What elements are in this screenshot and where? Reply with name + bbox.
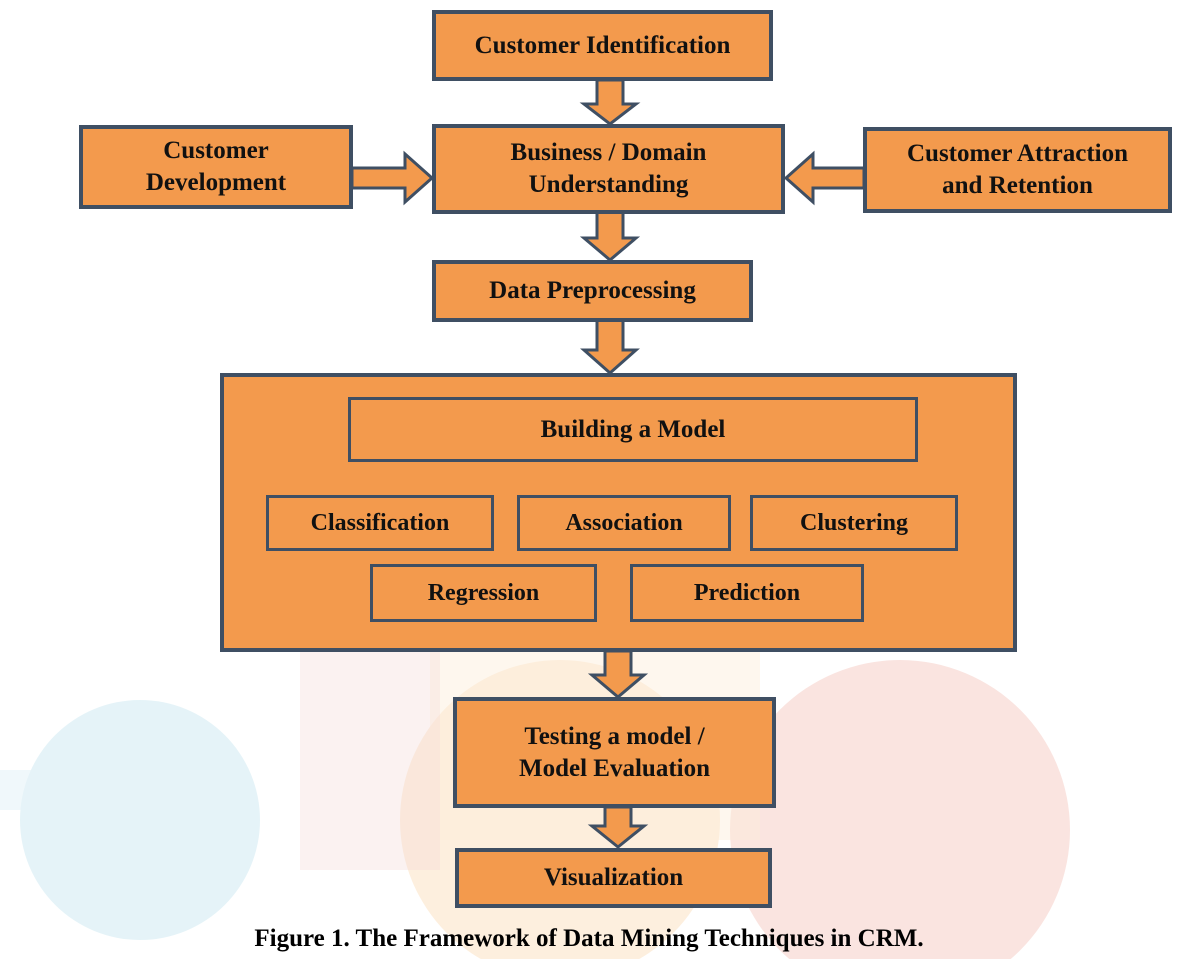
association-box: Association	[517, 495, 731, 551]
regression-label: Regression	[427, 580, 540, 606]
visualization-box: Visualization	[455, 848, 772, 908]
customer-development-box: Customer Development	[79, 125, 353, 209]
customer-identification-box: Customer Identification	[432, 10, 773, 81]
figure-caption: Figure 1. The Framework of Data Mining T…	[254, 925, 924, 952]
data-preprocessing-label: Data Preprocessing	[489, 277, 696, 304]
customer-identification-label: Customer Identification	[474, 31, 731, 59]
building-model-label: Building a Model	[540, 415, 726, 443]
arrow-down-3	[580, 318, 640, 376]
testing-model-box: Testing a model / Model Evaluation	[453, 697, 776, 808]
business-understanding-label: Business / Domain Understanding	[510, 139, 707, 198]
arrow-down-5	[587, 805, 649, 849]
classification-box: Classification	[266, 495, 494, 551]
prediction-box: Prediction	[630, 564, 864, 622]
building-model-box: Building a Model	[348, 397, 918, 462]
customer-attraction-label: Customer Attraction and Retention	[906, 140, 1129, 199]
business-understanding-box: Business / Domain Understanding	[432, 124, 785, 214]
arrow-left	[783, 150, 866, 206]
classification-label: Classification	[310, 510, 450, 536]
visualization-label: Visualization	[543, 864, 684, 891]
arrow-down-2	[579, 210, 641, 262]
clustering-label: Clustering	[800, 510, 908, 536]
arrow-right	[350, 150, 435, 206]
clustering-box: Clustering	[750, 495, 958, 551]
data-preprocessing-box: Data Preprocessing	[432, 260, 753, 322]
regression-box: Regression	[370, 564, 597, 622]
prediction-label: Prediction	[693, 580, 801, 606]
arrow-down-4	[587, 649, 649, 699]
customer-attraction-box: Customer Attraction and Retention	[863, 127, 1172, 213]
association-label: Association	[565, 510, 683, 536]
arrow-down-1	[579, 78, 641, 126]
testing-model-label: Testing a model / Model Evaluation	[519, 722, 710, 782]
customer-development-label: Customer Development	[145, 137, 287, 196]
